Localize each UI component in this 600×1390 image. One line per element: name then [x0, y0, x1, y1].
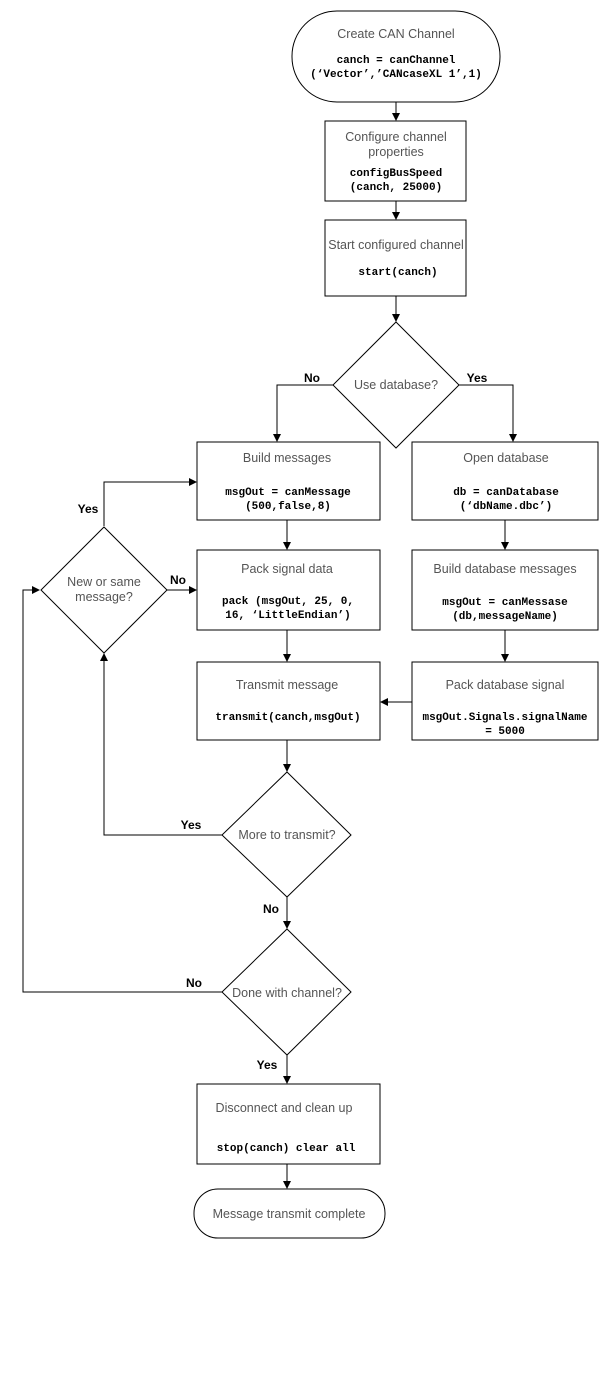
- node-title: Open database: [463, 451, 549, 465]
- node-code-line: (db,messageName): [452, 611, 558, 623]
- node-open-database: Open database db = canDatabase (‘dbName.…: [411, 441, 599, 521]
- terminator-shape: [193, 1188, 386, 1239]
- edge-use-db-yes: [459, 384, 517, 442]
- node-title: Pack database signal: [446, 678, 565, 692]
- node-title: Configure channel: [345, 130, 446, 144]
- node-code-line: (‘Vector’,’CANcaseXL 1’,1): [310, 69, 482, 81]
- edge-label-use-db-yes: Yes: [467, 371, 488, 385]
- node-title: Done with channel?: [232, 986, 342, 1000]
- node-title: Build database messages: [433, 562, 576, 576]
- node-title: properties: [368, 145, 424, 159]
- node-code-line: (canch, 25000): [350, 182, 442, 194]
- process-box: [324, 120, 467, 202]
- node-title: Message transmit complete: [213, 1207, 366, 1221]
- edge-label-done-no: No: [186, 976, 202, 990]
- edges: [22, 102, 517, 1189]
- node-use-database-decision: Use database?: [332, 321, 460, 449]
- node-title: Pack signal data: [241, 562, 333, 576]
- process-box: [196, 441, 381, 521]
- decision-diamond: [221, 771, 352, 898]
- node-more-to-transmit-decision: More to transmit?: [221, 771, 352, 898]
- edge-done-no: [22, 586, 222, 993]
- node-pack-database-signal: Pack database signal msgOut.Signals.sign…: [411, 661, 599, 741]
- node-code-line: 16, ‘LittleEndian’): [225, 610, 350, 622]
- node-title: Start configured channel: [328, 238, 464, 252]
- node-code-line: (500,false,8): [245, 501, 331, 513]
- node-code-line: start(canch): [358, 267, 437, 279]
- edge-label-new-same-no: No: [170, 573, 186, 587]
- edge-label-done-yes: Yes: [257, 1058, 278, 1072]
- process-box: [411, 661, 599, 741]
- edge-label-more-yes: Yes: [181, 818, 202, 832]
- node-done-with-channel-decision: Done with channel?: [221, 928, 352, 1056]
- edge-more-yes: [100, 653, 222, 836]
- node-code-line: msgOut.Signals.signalName: [422, 712, 587, 724]
- node-disconnect-clean-up: Disconnect and clean up stop(canch) clea…: [196, 1083, 381, 1165]
- edge-new-same-yes: [103, 478, 197, 526]
- edge-label-use-db-no: No: [304, 371, 320, 385]
- node-code-line: stop(canch) clear all: [217, 1143, 356, 1155]
- node-new-or-same-decision: New or same message?: [40, 526, 168, 654]
- node-code-line: transmit(canch,msgOut): [215, 712, 360, 724]
- node-title: Transmit message: [236, 678, 338, 692]
- decision-diamond: [40, 526, 168, 654]
- node-code-line: (‘dbName.dbc’): [460, 501, 552, 513]
- node-code-line: = 5000: [485, 726, 525, 738]
- node-title: Create CAN Channel: [337, 27, 454, 41]
- node-title: New or same: [67, 575, 141, 589]
- node-start-channel: Start configured channel start(canch): [324, 219, 467, 297]
- node-transmit-message: Transmit message transmit(canch,msgOut): [196, 661, 381, 741]
- process-box: [324, 219, 467, 297]
- edge-label-more-no: No: [263, 902, 279, 916]
- node-build-database-messages: Build database messages msgOut = canMess…: [411, 549, 599, 631]
- node-code-line: configBusSpeed: [350, 168, 442, 180]
- edge-label-new-same-yes: Yes: [78, 502, 99, 516]
- node-pack-signal-data: Pack signal data pack (msgOut, 25, 0, 16…: [196, 549, 381, 631]
- process-box: [411, 441, 599, 521]
- process-box: [411, 549, 599, 631]
- node-code-line: db = canDatabase: [453, 487, 559, 499]
- terminator-shape: [291, 10, 501, 103]
- node-code-line: msgOut = canMessase: [442, 597, 568, 609]
- decision-diamond: [332, 321, 460, 449]
- node-code-line: msgOut = canMessage: [225, 487, 351, 499]
- node-message-transmit-complete: Message transmit complete: [193, 1188, 386, 1239]
- process-box: [196, 1083, 381, 1165]
- node-code-line: canch = canChannel: [337, 55, 456, 67]
- node-title: Use database?: [354, 378, 438, 392]
- node-title: Disconnect and clean up: [216, 1101, 353, 1115]
- node-title: More to transmit?: [238, 828, 335, 842]
- edge-labels: No Yes Yes No Yes No No Yes: [78, 371, 488, 1072]
- node-create-can-channel: Create CAN Channel canch = canChannel (‘…: [291, 10, 501, 103]
- node-code-line: pack (msgOut, 25, 0,: [222, 596, 354, 608]
- process-box: [196, 549, 381, 631]
- node-configure-channel: Configure channel properties configBusSp…: [324, 120, 467, 202]
- node-build-messages: Build messages msgOut = canMessage (500,…: [196, 441, 381, 521]
- decision-diamond: [221, 928, 352, 1056]
- node-title: Build messages: [243, 451, 331, 465]
- edge-use-db-no: [273, 384, 333, 442]
- process-box: [196, 661, 381, 741]
- node-title: message?: [75, 590, 133, 604]
